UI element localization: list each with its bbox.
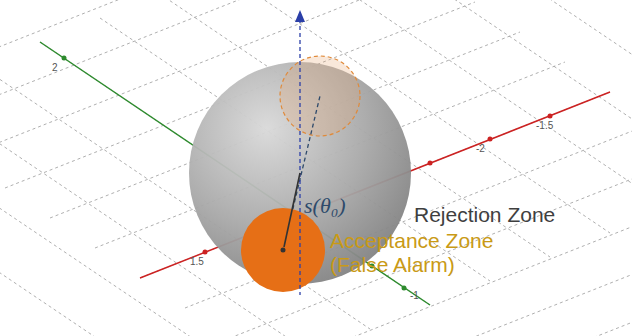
zone-label: Rejection Zone [414,203,555,227]
z-arrowhead [295,10,305,22]
tick-label: -1 [410,290,419,302]
s-vector [284,173,300,247]
tick-label: 2 [52,62,58,74]
tick-label: -1.5 [536,120,553,132]
zone-label: Acceptance Zone (False Alarm) [330,229,530,277]
acceptance-disk [241,208,325,292]
tick-label: 1.5 [190,256,204,268]
z-axis [299,12,300,295]
tick-label: -2 [476,143,485,155]
s-point [281,248,286,253]
vector-label: s(θ₀) [304,193,346,218]
